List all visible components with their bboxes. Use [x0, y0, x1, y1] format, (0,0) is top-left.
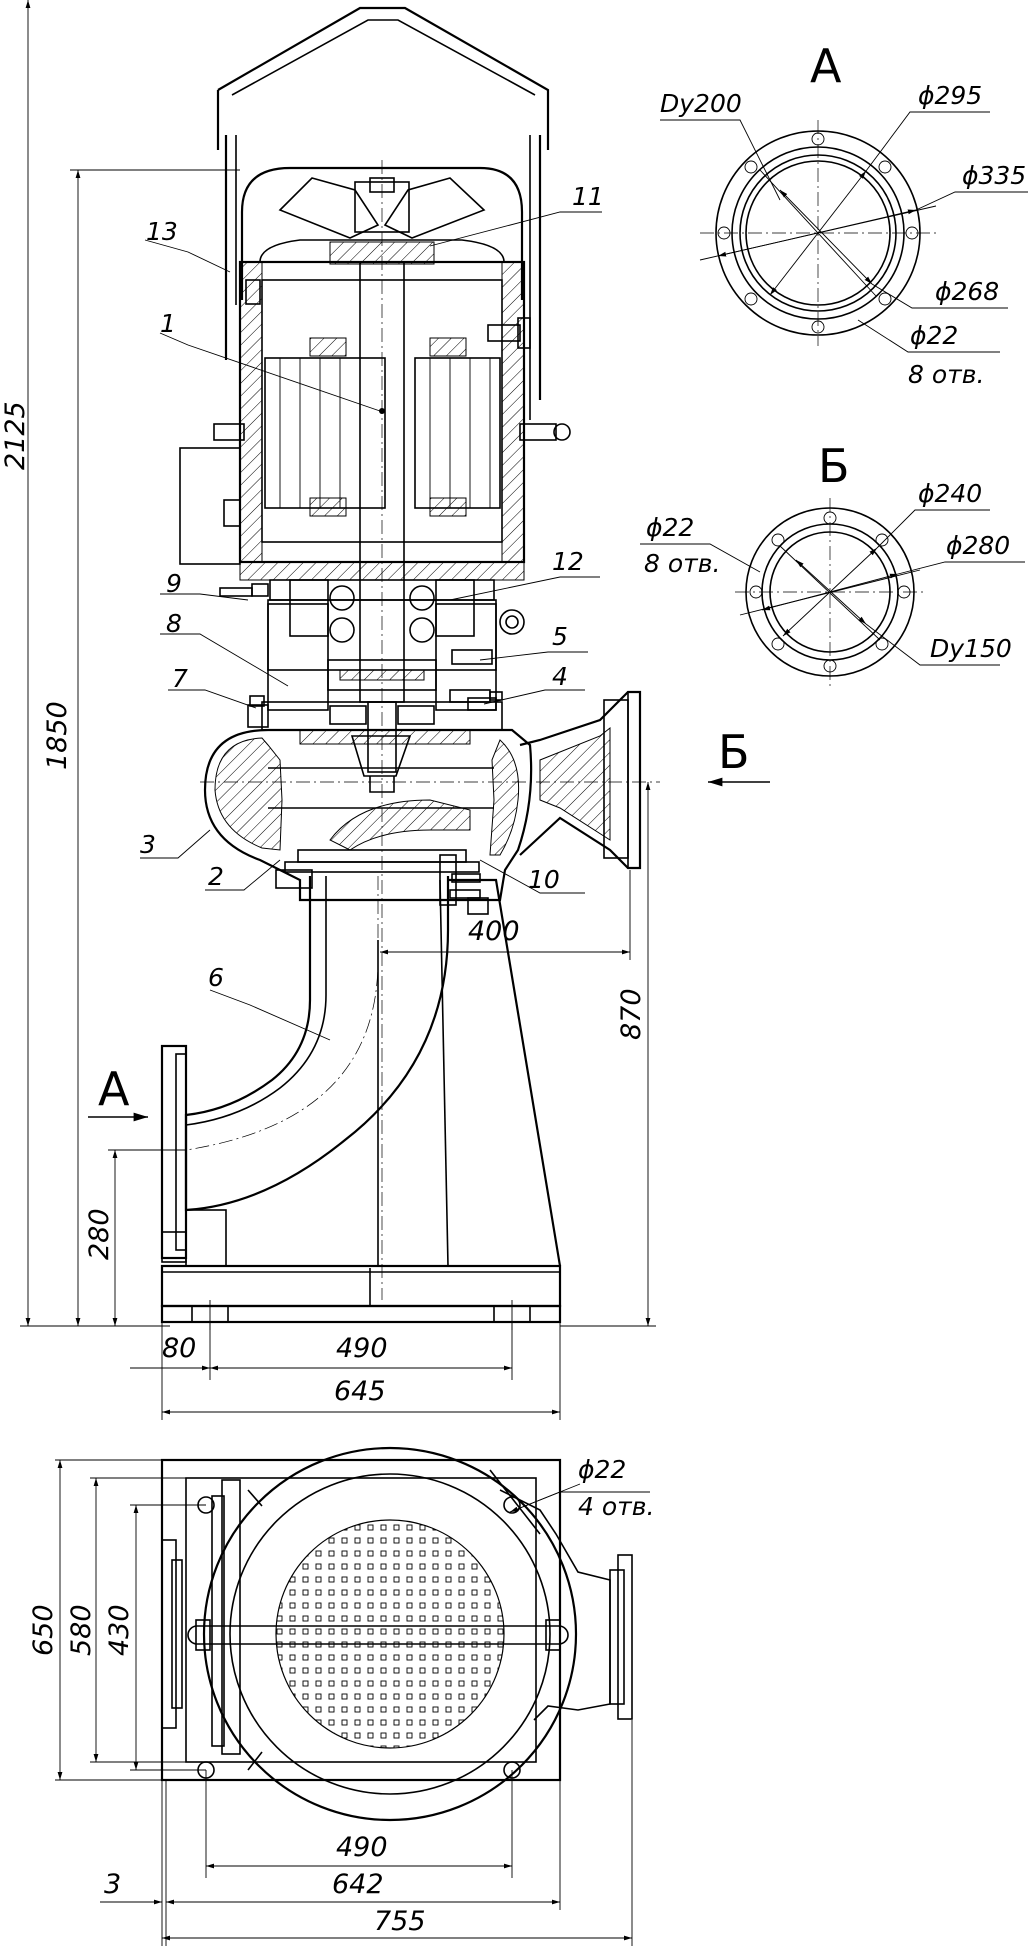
- section-a-flange: А Dy200 ϕ295 ϕ335 ϕ268 ϕ22 8 отв.: [660, 39, 1028, 389]
- flange-a-bolt-dia: ϕ295: [918, 81, 982, 110]
- part-13: 13: [146, 217, 178, 246]
- flange-a-inner-dia: ϕ268: [935, 277, 999, 306]
- section-b-title: Б: [818, 439, 850, 493]
- dim-580: 580: [66, 1604, 97, 1656]
- part-8: 8: [166, 609, 182, 638]
- plan-hole-dia: ϕ22: [578, 1455, 626, 1484]
- plan-holes-count: 4 отв.: [578, 1492, 654, 1521]
- dim-755: 755: [374, 1906, 426, 1937]
- part-6: 6: [208, 963, 224, 992]
- dim-642: 642: [332, 1869, 384, 1900]
- section-a-title: А: [810, 39, 842, 93]
- dim-870: 870: [616, 988, 647, 1040]
- dim-430: 430: [104, 1604, 135, 1656]
- flange-b-dy: Dy150: [930, 634, 1012, 663]
- part-12: 12: [552, 547, 584, 576]
- view-arrows: А Б: [88, 725, 770, 1122]
- flange-a-holes-count: 8 отв.: [908, 360, 984, 389]
- flange-b-holes-count: 8 отв.: [644, 549, 720, 578]
- part-3: 3: [140, 830, 156, 859]
- arrow-b-label: Б: [718, 725, 750, 779]
- part-1: 1: [160, 309, 176, 338]
- flange-a-hole: ϕ22: [910, 321, 958, 350]
- dim-490: 490: [336, 1333, 388, 1364]
- section-b-flange: Б ϕ22 8 отв. ϕ240 ϕ280 Dy150: [640, 439, 1025, 686]
- plan-view: [160, 1446, 633, 1822]
- part-7: 7: [172, 664, 188, 693]
- part-10: 10: [528, 865, 560, 894]
- dim-1850: 1850: [42, 701, 73, 770]
- flange-a-outer-dia: ϕ335: [962, 161, 1026, 190]
- part-11: 11: [572, 182, 604, 211]
- front-view: [160, 6, 660, 1330]
- front-dimensions: 2125 1850 280 870 400 80 490 645: [0, 0, 656, 1420]
- flange-b-outer-dia: ϕ280: [946, 531, 1010, 560]
- part-2: 2: [208, 862, 224, 891]
- arrow-a-label: А: [98, 1062, 130, 1116]
- dim-80: 80: [162, 1333, 196, 1364]
- part-5: 5: [552, 622, 568, 651]
- dim-plan-490: 490: [336, 1832, 388, 1863]
- flange-a-dy: Dy200: [660, 89, 742, 118]
- part-4: 4: [552, 662, 568, 691]
- dim-3: 3: [104, 1869, 121, 1900]
- dim-400: 400: [468, 916, 520, 947]
- dim-645: 645: [334, 1376, 386, 1407]
- part-9: 9: [166, 569, 182, 598]
- flange-b-hole: ϕ22: [646, 513, 694, 542]
- dim-280: 280: [84, 1208, 115, 1260]
- part-callouts: 13 1 11 9 12 8 5 7 4 3 2 10 6: [140, 182, 604, 1041]
- dim-2125: 2125: [0, 401, 31, 470]
- dim-650: 650: [28, 1604, 59, 1656]
- plan-dimensions: 650 580 430 490 642 3 755 ϕ22 4 отв.: [28, 1455, 654, 1946]
- flange-b-bolt-dia: ϕ240: [918, 479, 982, 508]
